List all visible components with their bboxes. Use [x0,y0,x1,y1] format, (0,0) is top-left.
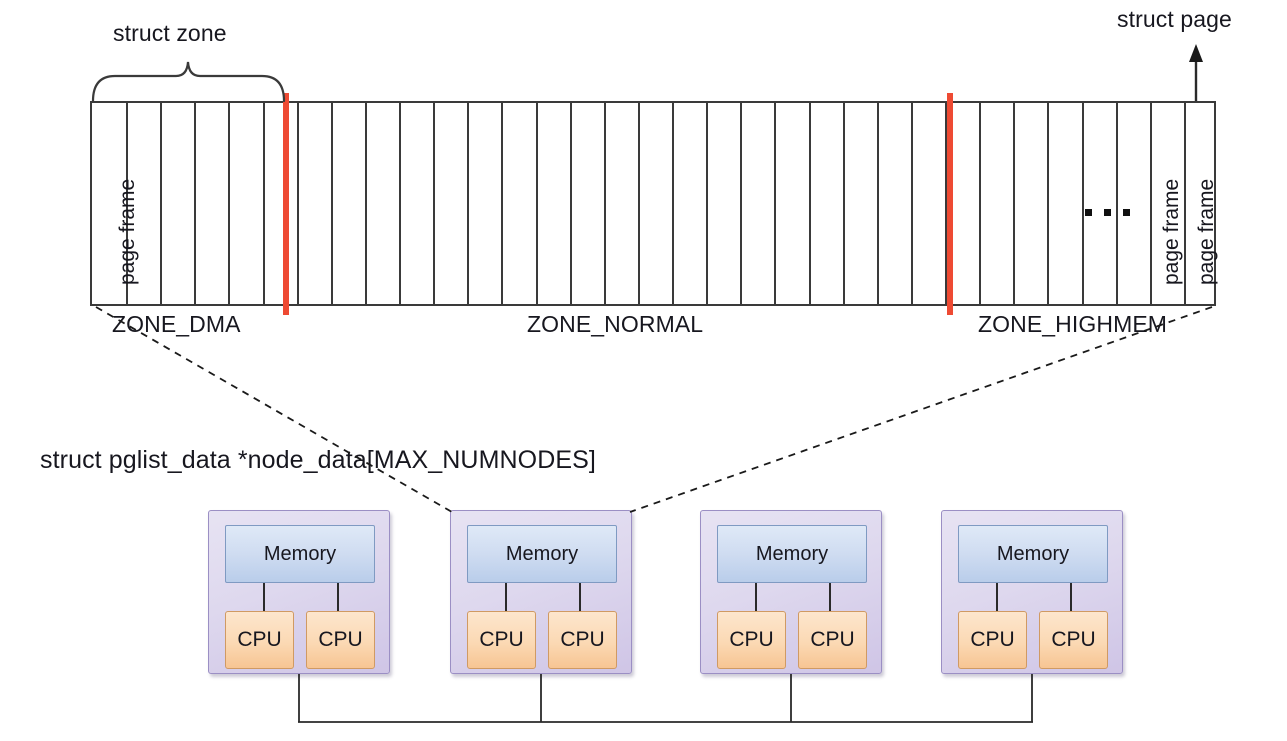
ellipsis-dot-3 [1123,209,1130,216]
memory-cpu-wire-2-0 [755,583,757,611]
memory-cpu-wire-0-0 [263,583,265,611]
struct-page-arrow-head [1189,44,1203,62]
page-frame-label-last: page frame [1195,178,1218,285]
zone-boundary-marker-dma-normal [283,93,289,315]
page-frame-cell-divider [228,103,231,304]
page-frame-cell-divider [1115,103,1118,304]
numa-node-2[interactable]: Memory CPU CPU [700,510,882,674]
page-frame-label-second-last: page frame [1160,178,1183,285]
page-frame-cell-divider [364,103,367,304]
page-frame-cell-divider [740,103,743,304]
memory-box-node-3: Memory [958,525,1108,583]
page-frame-cell-divider [945,103,948,304]
cpu-box-node-0-0: CPU [225,611,294,669]
struct-zone-brace [91,61,286,103]
pglist-data-declaration: struct pglist_data *node_data[MAX_NUMNOD… [40,446,596,474]
ellipsis-dot-1 [1085,209,1092,216]
page-frame-cell-divider [979,103,982,304]
page-frame-cell-divider [910,103,913,304]
cpu-box-node-1-0: CPU [467,611,536,669]
numa-node-0[interactable]: Memory CPU CPU [208,510,390,674]
page-frame-cell-divider [1149,103,1152,304]
page-frame-cell-divider [399,103,402,304]
page-frame-cell-divider [637,103,640,304]
memory-cpu-wire-2-1 [829,583,831,611]
page-frame-cell-divider [774,103,777,304]
page-frame-cell-divider [876,103,879,304]
page-frame-cell-divider [672,103,675,304]
cpu-box-node-2-1: CPU [798,611,867,669]
cpu-box-node-3-0: CPU [958,611,1027,669]
memory-cpu-wire-1-1 [579,583,581,611]
page-frame-cell-divider [535,103,538,304]
zone-label-highmem: ZONE_HIGHMEM [978,311,1168,337]
page-frame-cell-divider [467,103,470,304]
page-frame-cell-divider [330,103,333,304]
page-frame-cell-divider [1081,103,1084,304]
page-frame-array [90,101,1216,306]
numa-node-1[interactable]: Memory CPU CPU [450,510,632,674]
cpu-box-node-1-1: CPU [548,611,617,669]
zone-boundary-marker-normal-highmem [947,93,953,315]
page-frame-cell-divider [262,103,265,304]
page-frame-cell-divider [603,103,606,304]
zone-label-normal: ZONE_NORMAL [527,311,704,337]
page-frame-cell-divider [126,103,129,304]
zone-label-dma: ZONE_DMA [112,311,241,337]
struct-page-title: struct page [1117,6,1232,32]
page-frame-cell-divider [501,103,504,304]
page-frame-cell-divider [842,103,845,304]
ellipsis-dot-2 [1104,209,1111,216]
struct-zone-title: struct zone [113,20,227,46]
numa-node-3[interactable]: Memory CPU CPU [941,510,1123,674]
page-frame-cell-divider [808,103,811,304]
page-frame-label-first: page frame [116,178,139,285]
page-frame-cell-divider [1047,103,1050,304]
page-frame-cell-divider [1013,103,1016,304]
memory-box-node-1: Memory [467,525,617,583]
cpu-box-node-0-1: CPU [306,611,375,669]
page-frame-cell-divider [194,103,197,304]
memory-cpu-wire-3-1 [1070,583,1072,611]
page-frame-cell-divider [160,103,163,304]
memory-box-node-2: Memory [717,525,867,583]
memory-cpu-wire-3-0 [996,583,998,611]
page-frame-cell-divider [569,103,572,304]
cpu-box-node-3-1: CPU [1039,611,1108,669]
cpu-box-node-2-0: CPU [717,611,786,669]
page-frame-cell-divider [296,103,299,304]
memory-box-node-0: Memory [225,525,375,583]
page-frame-cell-divider [1183,103,1186,304]
page-frame-cell-divider [706,103,709,304]
memory-cpu-wire-0-1 [337,583,339,611]
memory-cpu-wire-1-0 [505,583,507,611]
page-frame-cell-divider [433,103,436,304]
